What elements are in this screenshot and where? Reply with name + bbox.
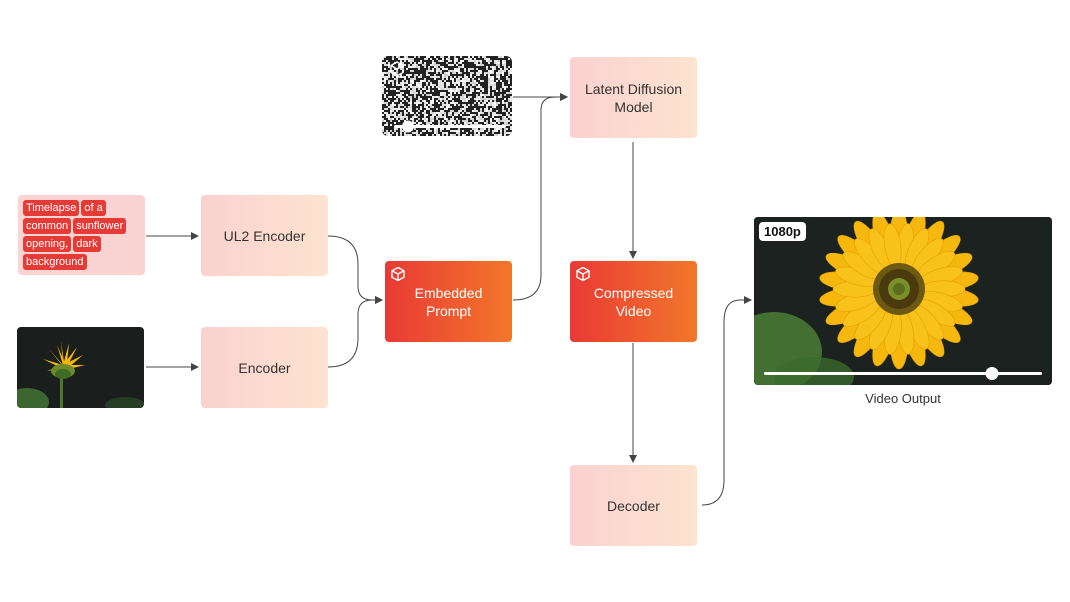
video-output-caption: Video Output	[865, 391, 941, 406]
arrow-embedded-to-diffusion	[512, 93, 568, 301]
embedded-prompt-node: Embedded Prompt	[385, 261, 512, 342]
latent-diffusion-node: Latent Diffusion Model	[570, 57, 697, 138]
noise-progress-track	[394, 125, 506, 128]
prompt-token: common	[23, 218, 72, 234]
prompt-token: of a	[81, 200, 106, 216]
arrow-encoder-to-embedded	[327, 296, 383, 368]
video-output-player[interactable]: 1080p	[754, 217, 1052, 385]
input-image-sunflower	[17, 327, 144, 408]
compressed-video-node: Compressed Video	[570, 261, 697, 342]
cube-icon	[390, 61, 404, 77]
decoder-node: Decoder	[570, 465, 697, 546]
embedded-prompt-label: Embedded Prompt	[414, 284, 483, 319]
video-progress-track[interactable]	[764, 372, 1042, 375]
decoder-label: Decoder	[607, 497, 660, 514]
cube-icon	[576, 267, 590, 281]
latent-diffusion-label: Latent Diffusion Model	[584, 80, 683, 115]
prompt-token: background	[23, 254, 87, 270]
prompt-token: Timelapse	[23, 200, 80, 216]
resolution-badge: 1080p	[759, 222, 806, 241]
noise-progress-thumb	[402, 120, 414, 133]
ul2-encoder-label: UL2 Encoder	[223, 227, 306, 244]
encoder-node: Encoder	[201, 327, 328, 408]
compressed-video-label: Compressed Video	[593, 284, 674, 319]
noise-latent	[382, 56, 512, 136]
encoder-label: Encoder	[238, 359, 291, 376]
prompt-token: sunflower	[73, 218, 127, 234]
ul2-encoder-node: UL2 Encoder	[201, 195, 328, 276]
video-scrubber-handle[interactable]	[985, 367, 999, 380]
prompt-token: opening,	[23, 236, 72, 252]
cube-icon	[391, 267, 405, 281]
prompt-token: dark	[73, 236, 101, 252]
arrow-decoder-to-video	[701, 296, 752, 506]
arrow-ul2-to-embedded	[327, 235, 383, 304]
